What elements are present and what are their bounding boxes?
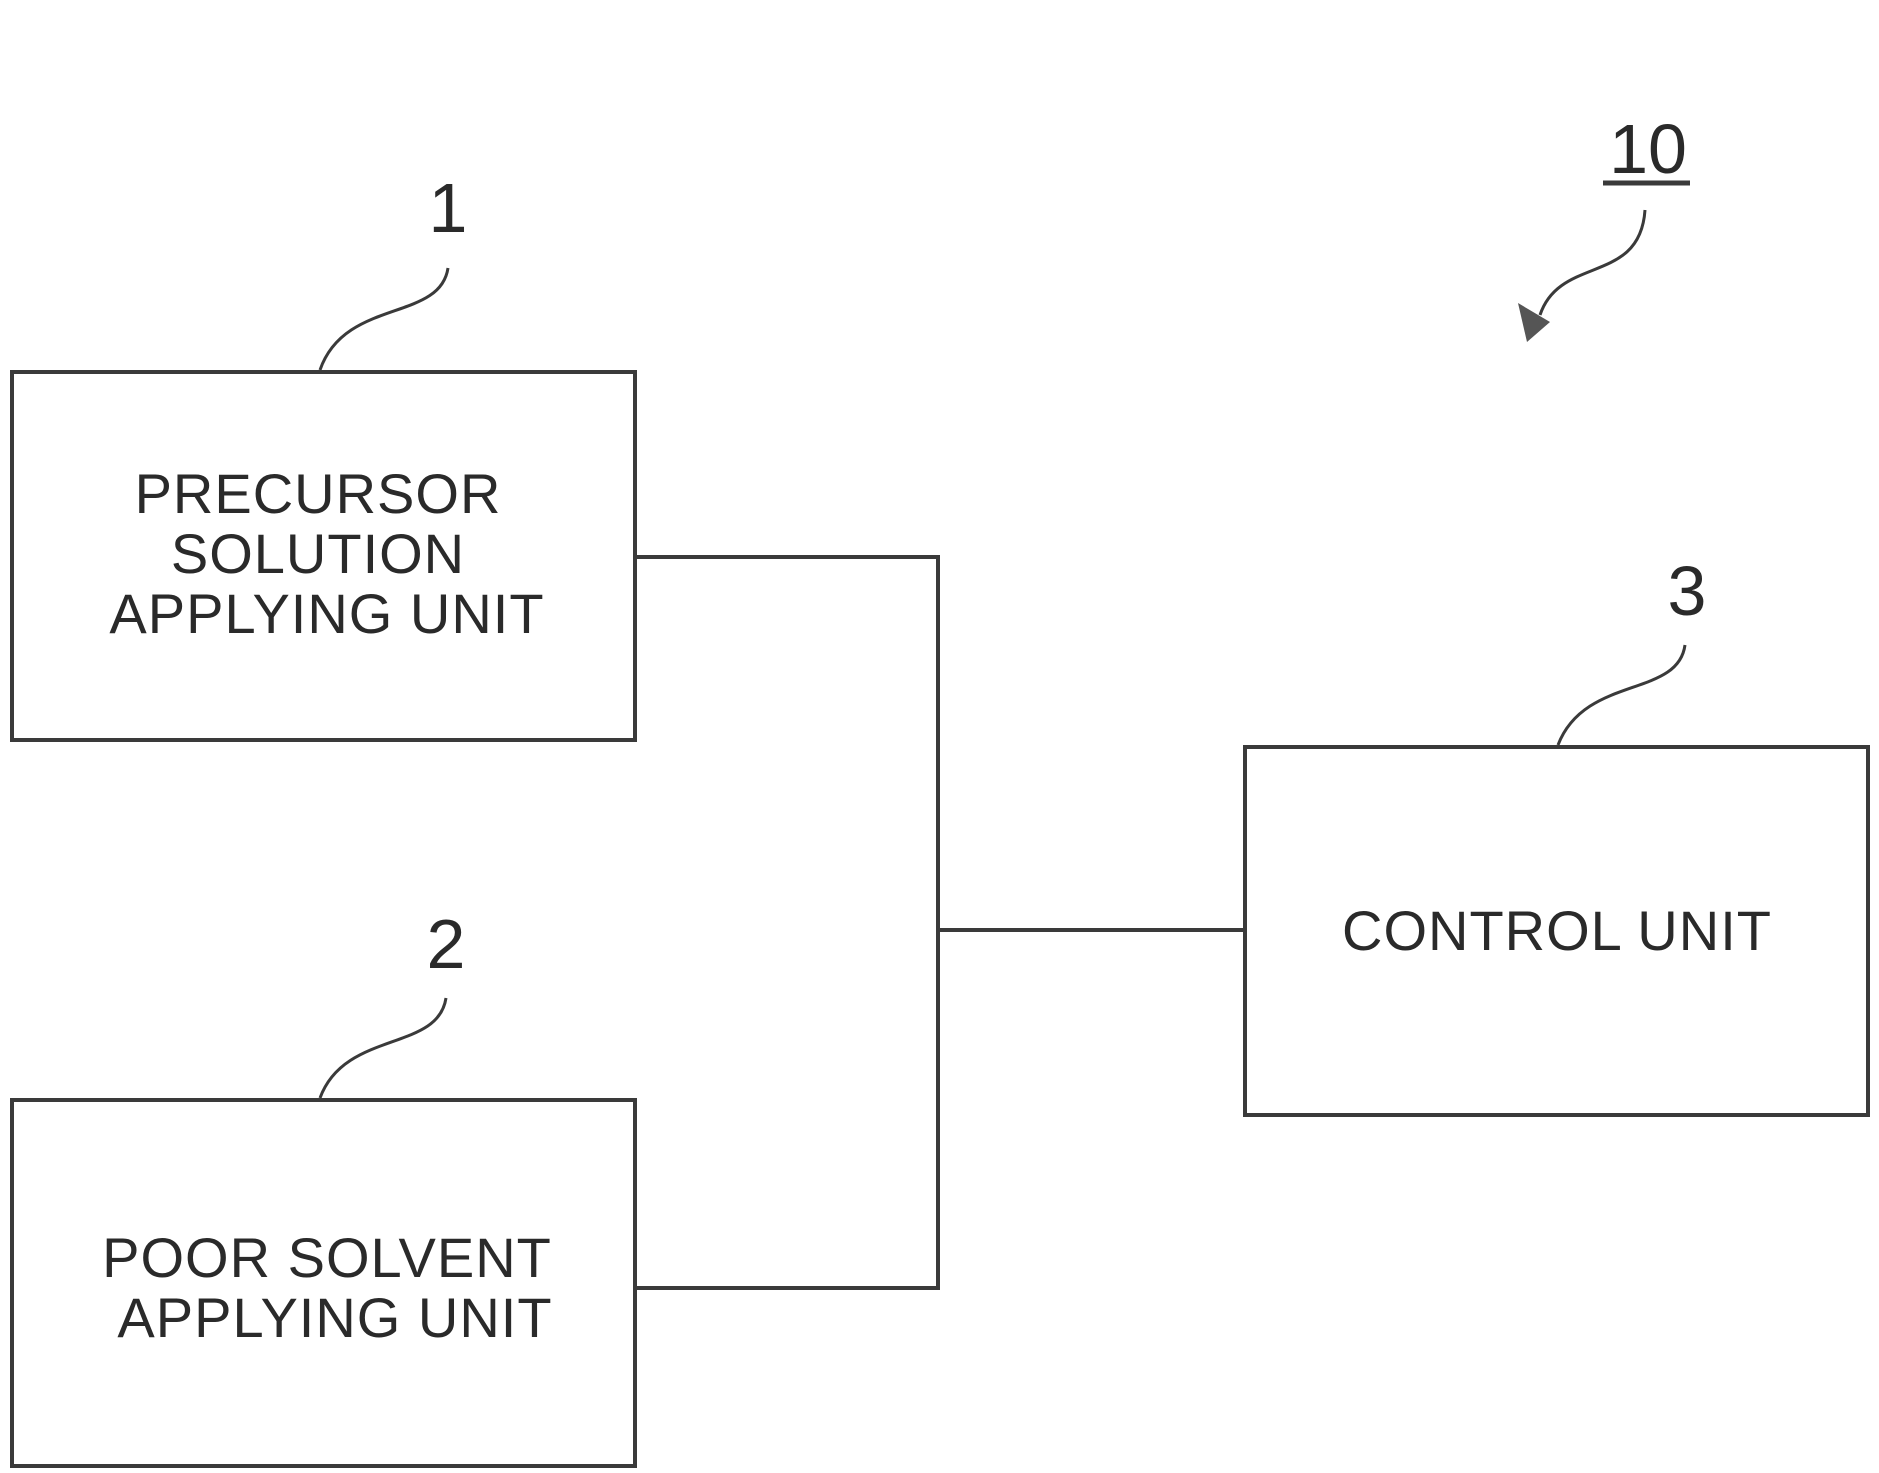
precursor-solution-applying-unit-block: PRECURSOR SOLUTION APPLYING UNIT 1 xyxy=(12,169,635,740)
control-leader-line xyxy=(1558,645,1685,745)
connector-precursor-to-bus xyxy=(635,557,938,1288)
connectors xyxy=(635,557,1245,1288)
poor-solvent-applying-unit-block: POOR SOLVENT APPLYING UNIT 2 xyxy=(12,905,635,1466)
poor-solvent-label-line-1: POOR SOLVENT xyxy=(102,1226,552,1289)
precursor-label-line-3: APPLYING UNIT xyxy=(109,582,544,645)
device-reference-arrowhead xyxy=(1518,303,1550,342)
device-reference-leader xyxy=(1540,210,1645,315)
poor-solvent-leader-line xyxy=(320,998,446,1098)
control-numeral: 3 xyxy=(1668,552,1707,630)
precursor-label-line-1: PRECURSOR xyxy=(135,462,502,525)
precursor-numeral: 1 xyxy=(429,169,468,247)
control-label-line-1: CONTROL UNIT xyxy=(1342,899,1772,962)
precursor-leader-line xyxy=(320,268,448,370)
device-reference: 10 xyxy=(1518,110,1690,342)
device-reference-numeral: 10 xyxy=(1609,110,1687,188)
control-unit-block: CONTROL UNIT 3 xyxy=(1245,552,1868,1115)
poor-solvent-numeral: 2 xyxy=(427,905,466,983)
poor-solvent-label-line-2: APPLYING UNIT xyxy=(117,1286,552,1349)
precursor-label-line-2: SOLUTION xyxy=(171,522,465,585)
